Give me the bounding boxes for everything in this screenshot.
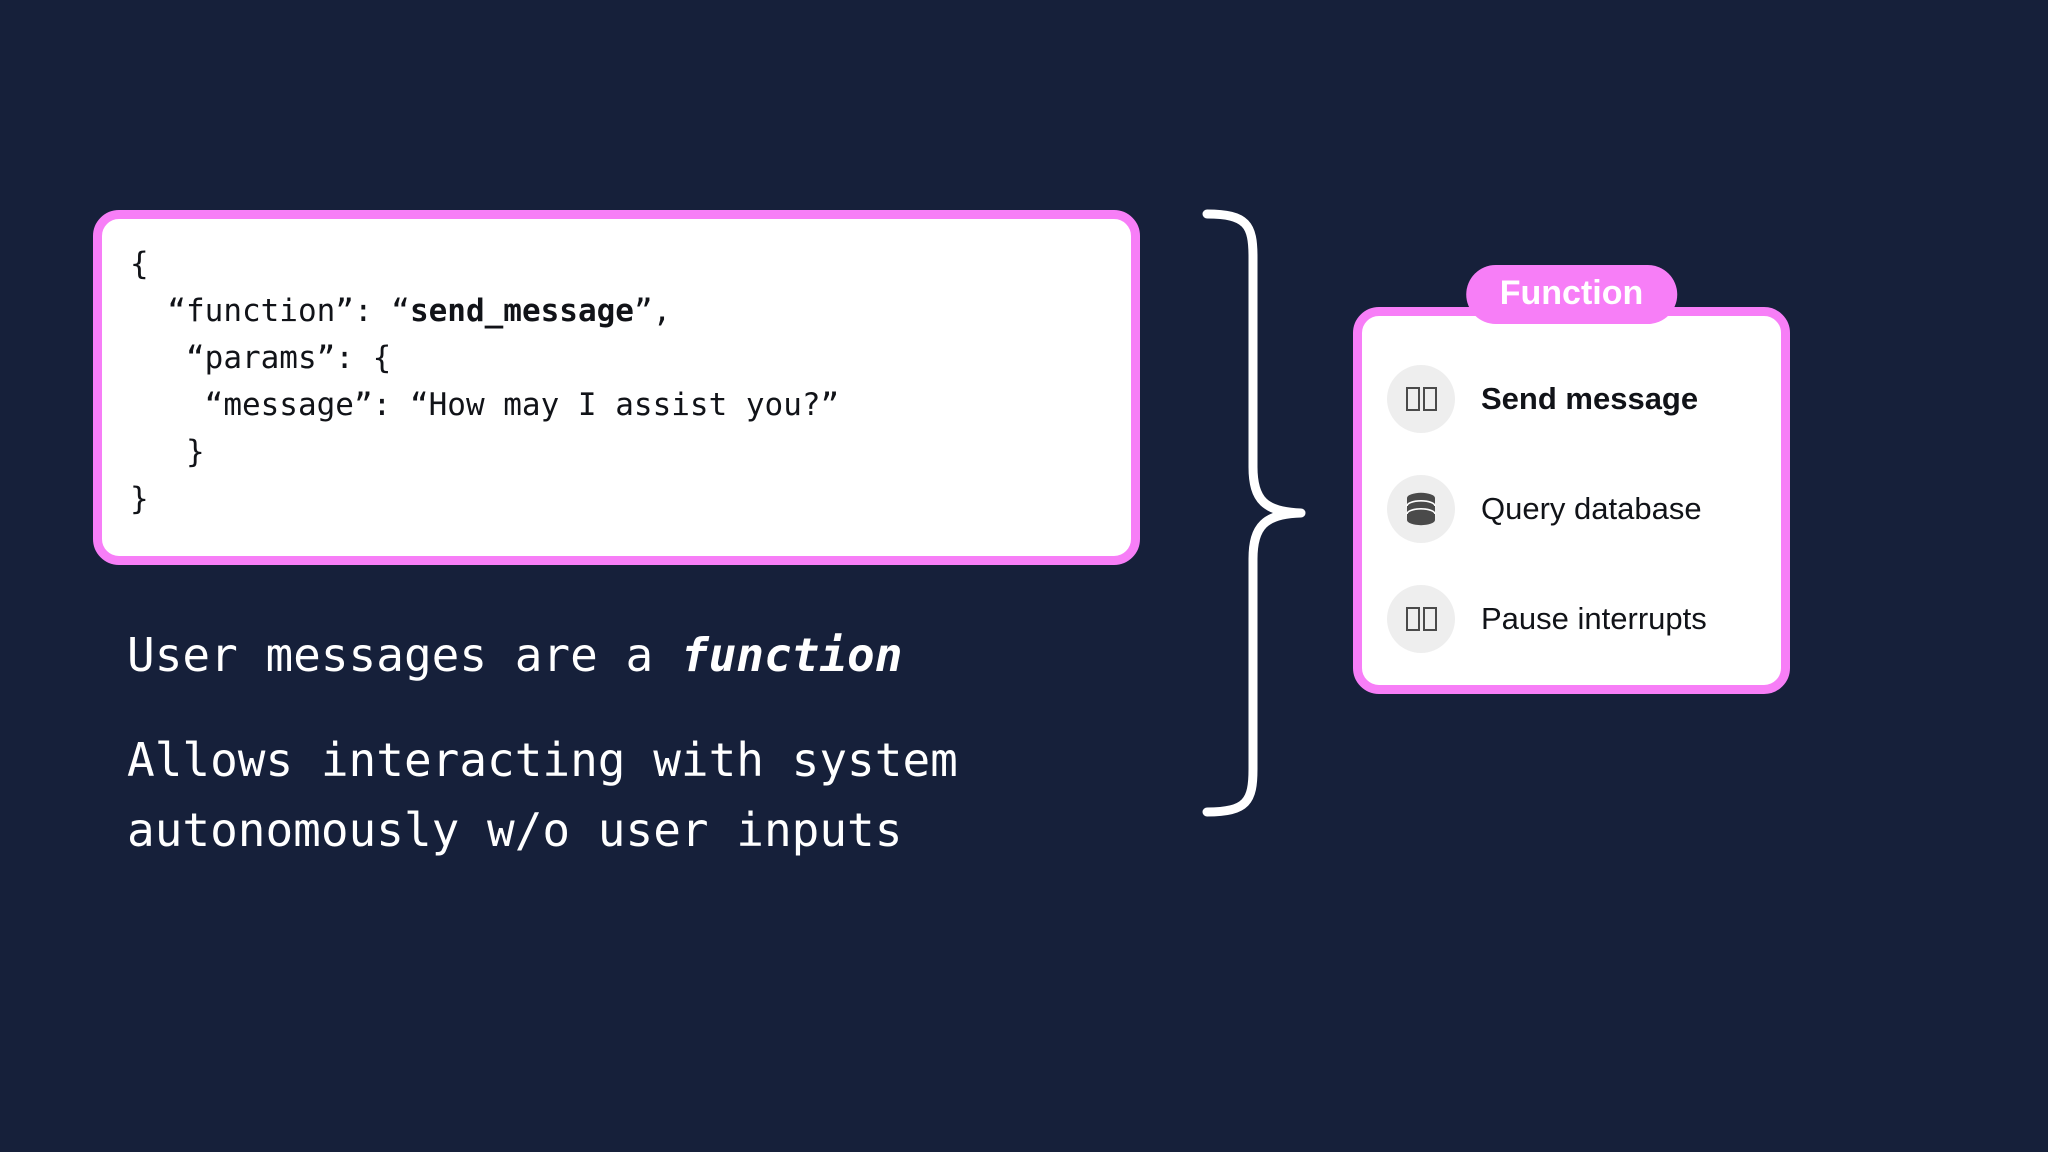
- code-line-3: “message”: “How may I assist you?”: [130, 387, 840, 423]
- missing-glyph-icon: [1387, 585, 1455, 653]
- database-icon-glyph: [1406, 492, 1436, 526]
- function-card: Send message Query: [1353, 265, 1790, 694]
- tofu-box: [1422, 607, 1437, 631]
- caption-line-2: Allows interacting with system autonomou…: [127, 733, 958, 857]
- function-item-label: Pause interrupts: [1481, 601, 1707, 636]
- tofu-box: [1422, 387, 1437, 411]
- caption-line-1-text: User messages are a: [127, 628, 681, 682]
- function-item-label: Send message: [1481, 381, 1699, 416]
- json-code-card: { “function”: “send_message”, “params”: …: [93, 210, 1140, 565]
- function-badge: Function: [1465, 265, 1678, 325]
- code-line-1: “function”: “send_message”,: [130, 288, 1121, 335]
- tofu-box: [1405, 387, 1420, 411]
- tofu-pair: [1405, 607, 1437, 631]
- tofu-pair: [1405, 387, 1437, 411]
- curly-brace-connector: [1202, 209, 1306, 817]
- caption-line-1-emphasis: function: [680, 628, 903, 682]
- code-line-5: }: [130, 481, 149, 517]
- function-card-body: Send message Query: [1353, 307, 1790, 694]
- list-item[interactable]: Query database: [1362, 454, 1781, 564]
- code-line-1-suffix: ”,: [633, 293, 672, 329]
- function-name-value: send_message: [409, 293, 634, 329]
- missing-glyph-icon: [1387, 365, 1455, 433]
- tofu-box: [1405, 607, 1420, 631]
- code-line-4: }: [130, 434, 205, 470]
- json-code-block: { “function”: “send_message”, “params”: …: [130, 241, 1121, 523]
- code-line-0: {: [130, 246, 149, 282]
- function-item-label: Query database: [1481, 491, 1702, 526]
- code-line-1-prefix: “function”: “: [130, 293, 410, 329]
- function-list: Send message Query: [1362, 344, 1781, 674]
- caption-line-1: User messages are a function: [127, 620, 1127, 690]
- list-item[interactable]: Send message: [1362, 344, 1781, 454]
- list-item[interactable]: Pause interrupts: [1362, 564, 1781, 674]
- database-icon: [1387, 475, 1455, 543]
- code-line-2: “params”: {: [130, 340, 392, 376]
